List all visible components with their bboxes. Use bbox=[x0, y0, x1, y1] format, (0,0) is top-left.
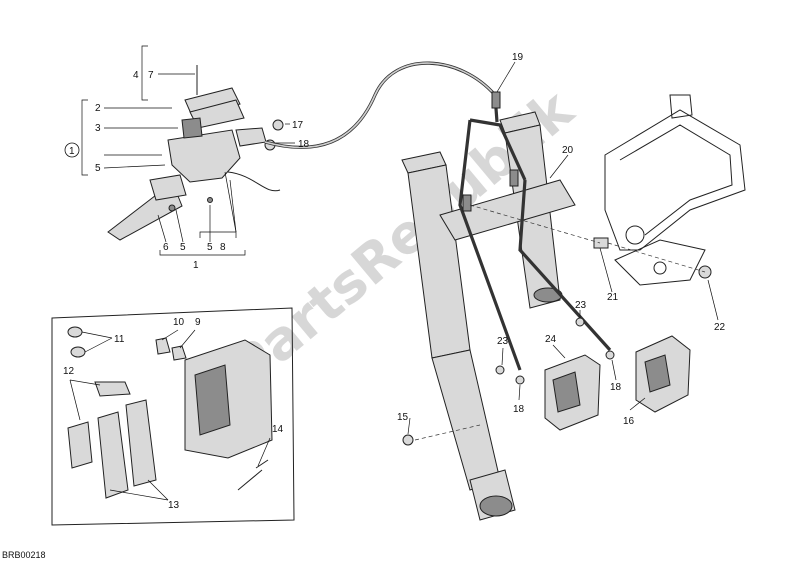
callout-1-bottom: 1 bbox=[193, 260, 199, 271]
caliper-piston-housing bbox=[194, 364, 231, 436]
brake-pad-a bbox=[97, 411, 129, 499]
callout-1-circle bbox=[64, 142, 80, 158]
callout-5-mid: 5 bbox=[180, 242, 186, 253]
piston-seal-a bbox=[67, 326, 83, 338]
washer-18b bbox=[605, 350, 615, 360]
callout-18-left: 18 bbox=[513, 404, 525, 415]
callout-7: 7 bbox=[148, 70, 154, 81]
reservoir-cap bbox=[184, 87, 241, 117]
callout-16: 16 bbox=[623, 416, 635, 427]
caliper-bolt-23a bbox=[495, 365, 505, 375]
hose-fitting-left bbox=[462, 194, 472, 212]
master-cylinder-body bbox=[167, 129, 241, 183]
callout-10: 10 bbox=[173, 317, 185, 328]
caliper-inset bbox=[51, 307, 295, 526]
callout-11: 11 bbox=[114, 334, 125, 345]
callout-20: 20 bbox=[562, 145, 574, 156]
callout-22: 22 bbox=[714, 322, 726, 333]
drawing-code: BRB00218 bbox=[2, 550, 46, 560]
pad-pin bbox=[237, 469, 263, 491]
pad-shim bbox=[67, 421, 93, 469]
callout-6: 6 bbox=[163, 242, 169, 253]
hose-right-branch bbox=[469, 118, 527, 181]
frame-headstock bbox=[604, 94, 746, 286]
callout-21: 21 bbox=[607, 292, 619, 303]
hose-master-to-splitter bbox=[264, 61, 497, 149]
callout-18-top: 18 bbox=[298, 139, 310, 150]
clamp-upper bbox=[181, 117, 203, 139]
callout-8: 8 bbox=[220, 242, 226, 253]
lever-washer bbox=[168, 204, 176, 212]
washer-18a bbox=[515, 375, 525, 385]
hose-clamp-21 bbox=[593, 237, 609, 249]
banjo-bolt-17 bbox=[272, 119, 284, 131]
callout-13: 13 bbox=[168, 500, 180, 511]
callout-18-right: 18 bbox=[610, 382, 622, 393]
hose-fitting-mid bbox=[509, 169, 519, 187]
piston-seal-b bbox=[70, 346, 86, 358]
callout-labels: 4 7 2 3 1 5 6 5 5 8 1 17 18 19 20 21 22 … bbox=[63, 52, 726, 511]
lower-triple-clamp bbox=[439, 179, 576, 241]
front-fork bbox=[401, 111, 576, 521]
callout-4: 4 bbox=[133, 70, 139, 81]
hose-left-branch bbox=[458, 119, 522, 371]
hose-fitting-top bbox=[491, 91, 501, 109]
leader-lines bbox=[69, 45, 719, 501]
bleed-screw bbox=[155, 337, 171, 355]
left-caliper bbox=[544, 354, 601, 431]
left-fork-slider bbox=[431, 349, 501, 491]
brake-pad-b bbox=[125, 399, 157, 487]
callout-9: 9 bbox=[195, 317, 201, 328]
callout-1-circled: 1 bbox=[69, 146, 75, 157]
bleed-cap bbox=[171, 345, 187, 361]
callout-23-right: 23 bbox=[575, 300, 587, 311]
callout-19: 19 bbox=[512, 52, 524, 63]
callout-5-left: 5 bbox=[95, 163, 101, 174]
left-axle-clamp bbox=[479, 495, 513, 517]
small-screw bbox=[207, 197, 213, 203]
lever-pivot bbox=[149, 174, 187, 201]
master-cylinder-assembly bbox=[107, 65, 284, 241]
banjo-fitting bbox=[235, 127, 267, 147]
callout-24: 24 bbox=[545, 334, 557, 345]
callout-2: 2 bbox=[95, 103, 101, 114]
right-caliper bbox=[635, 335, 691, 413]
caliper-bolt-23b bbox=[575, 317, 585, 327]
inset-frame bbox=[51, 307, 295, 526]
callout-14: 14 bbox=[272, 424, 284, 435]
pad-spring bbox=[94, 381, 131, 397]
switch-wire bbox=[227, 171, 281, 192]
callout-17: 17 bbox=[292, 120, 304, 131]
brake-lever bbox=[107, 191, 183, 241]
callout-23-left: 23 bbox=[497, 336, 509, 347]
callout-15: 15 bbox=[397, 412, 409, 423]
callout-3: 3 bbox=[95, 123, 101, 134]
caliper-bolt-15 bbox=[402, 434, 414, 446]
callout-12: 12 bbox=[63, 366, 75, 377]
callout-5-right: 5 bbox=[207, 242, 213, 253]
